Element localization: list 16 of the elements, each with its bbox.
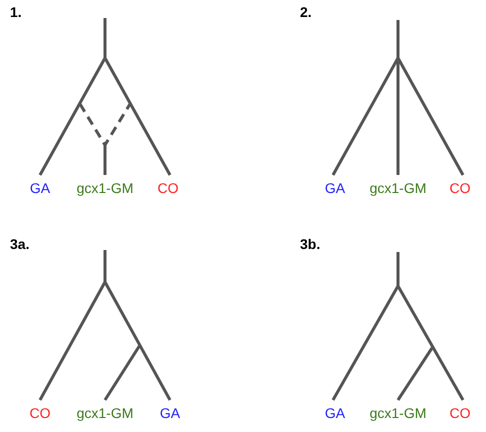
taxon-label: GA <box>30 180 50 196</box>
taxon-label: CO <box>30 405 50 421</box>
taxon-label: CO <box>450 180 470 196</box>
panel-label: 3b. <box>300 236 320 252</box>
taxon-label: GA <box>160 405 180 421</box>
panel-label: 1. <box>10 4 22 20</box>
taxon-label: CO <box>158 180 178 196</box>
taxon-label: gcx1-GM <box>76 180 134 196</box>
taxon-label: GA <box>324 180 346 196</box>
taxon-label: gcx1-GM <box>76 405 134 421</box>
taxon-label: GA <box>324 405 346 421</box>
panel-label: 3a. <box>10 236 30 252</box>
taxon-label: CO <box>450 405 470 421</box>
taxon-label: gcx1-GM <box>370 405 426 421</box>
panel-label: 2. <box>300 4 312 20</box>
taxon-label: gcx1-GM <box>370 180 426 196</box>
